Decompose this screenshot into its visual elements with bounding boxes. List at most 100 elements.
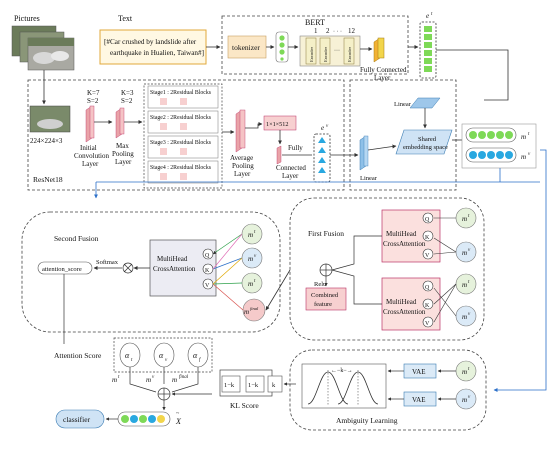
dim-label: 1×1×512 bbox=[266, 121, 288, 128]
softmax-label: Softmax bbox=[96, 259, 119, 266]
stage-1-label: Stage1 : 2Residual Blocks bbox=[150, 90, 212, 96]
attention-score-label: attention_score bbox=[42, 266, 82, 273]
kl-label: KL Score bbox=[230, 401, 259, 410]
combined-line1: Combined bbox=[311, 292, 339, 299]
conv-params-1: K=7 bbox=[87, 89, 100, 97]
kl-box-1 bbox=[221, 375, 241, 393]
image-embedding-dots bbox=[318, 137, 326, 173]
encoder-label-1: Encoder bbox=[309, 47, 314, 62]
bert-box bbox=[221, 15, 409, 75]
stage-1 bbox=[147, 85, 219, 109]
input-size-label: 224×224×3 bbox=[30, 137, 63, 145]
pool-label-1: Max bbox=[116, 142, 129, 150]
alpha-f-sub: f bbox=[199, 358, 201, 363]
ff-v2: V bbox=[425, 321, 430, 327]
kl-box-3 bbox=[267, 375, 283, 393]
vae-label-2: VAE bbox=[412, 396, 425, 404]
att-m-final: m bbox=[172, 376, 177, 384]
kl-val-3: k bbox=[272, 382, 276, 389]
linear-left-label: Linear bbox=[360, 175, 378, 182]
input-text-line1: [#Car crushed by landslide after bbox=[104, 38, 197, 46]
e-t-symbol: e bbox=[426, 12, 429, 20]
first-mha2-line2: CrossAttention bbox=[383, 308, 426, 316]
input-image bbox=[29, 105, 71, 133]
second-fusion-box bbox=[21, 211, 281, 333]
first-mha1-line2: CrossAttention bbox=[383, 240, 426, 248]
ff-m-v-2-sup: v bbox=[468, 312, 471, 317]
enc-num-1: 1 bbox=[314, 27, 318, 35]
alpha-links bbox=[129, 367, 199, 393]
encoder-label-2: Encoder bbox=[323, 47, 328, 62]
first-fusion-links bbox=[433, 217, 457, 323]
att-m-t: m bbox=[112, 376, 117, 384]
m-t-dots bbox=[469, 131, 513, 139]
kl-val-2: 1−k bbox=[248, 382, 259, 389]
pool-label-2: Pooling bbox=[112, 150, 134, 158]
ambiguity-box bbox=[289, 349, 487, 431]
alpha-box bbox=[113, 337, 213, 373]
first-inputs bbox=[455, 207, 477, 327]
e-t-sup: t bbox=[431, 12, 433, 17]
kl-box-2 bbox=[245, 375, 265, 393]
resnet-fc-label-3: Layer bbox=[282, 172, 299, 180]
ff-m-t-2: m bbox=[462, 281, 467, 289]
resnet-label: ResNet18 bbox=[33, 175, 63, 184]
resnet-fc-label-1: Fully bbox=[288, 144, 303, 152]
e-v-symbol: e bbox=[321, 124, 324, 132]
ff-v1: V bbox=[425, 253, 430, 259]
ff-q2: Q bbox=[425, 285, 430, 291]
second-fusion-title: Second Fusion bbox=[54, 234, 99, 243]
att-m-v: m bbox=[146, 376, 151, 384]
attention-score-pill bbox=[37, 261, 93, 275]
sf-m-t-1-sup: t bbox=[254, 230, 256, 235]
al-m-t-sup: t bbox=[468, 367, 470, 372]
enc-num-2: 2 bbox=[326, 27, 330, 35]
enc-num-12: 12 bbox=[348, 27, 356, 35]
first-fusion-box bbox=[289, 197, 485, 341]
alpha-t: α bbox=[125, 351, 130, 360]
classifier-label: classifier bbox=[63, 415, 91, 424]
stage-2-label: Stage2 : 2Residual Blocks bbox=[150, 115, 212, 121]
first-mha2-line1: MultiHead bbox=[386, 298, 417, 306]
second-mha-line1: MultiHead bbox=[157, 255, 188, 263]
first-fusion-title: First Fusion bbox=[308, 229, 344, 238]
encoder-blocks bbox=[305, 37, 355, 65]
resnet-box bbox=[27, 79, 345, 191]
second-fusion-links bbox=[212, 233, 244, 311]
second-k: K bbox=[205, 268, 210, 274]
text-embedding-dots bbox=[424, 26, 432, 72]
al-m-t: m bbox=[462, 368, 467, 376]
ff-m-v-1-sup: v bbox=[468, 248, 471, 253]
vae-label-1: VAE bbox=[412, 368, 425, 376]
al-m-v-sup: v bbox=[468, 395, 471, 400]
e-v-sup: v bbox=[326, 124, 329, 129]
ff-k2: K bbox=[425, 303, 430, 309]
avg-pool-label-3: Layer bbox=[234, 170, 251, 178]
second-q: Q bbox=[205, 253, 210, 259]
att-m-v-sup: v bbox=[152, 375, 155, 380]
second-v: V bbox=[205, 283, 210, 289]
ff-q1: Q bbox=[425, 217, 430, 223]
ff-m-t-1: m bbox=[462, 215, 467, 223]
shared-label-1: Shared bbox=[418, 136, 437, 143]
alpha-v-sub: v bbox=[165, 358, 168, 363]
combined-line2: feature bbox=[314, 301, 332, 308]
m-t-out-sup: t bbox=[528, 132, 530, 137]
picture-stack bbox=[11, 25, 75, 71]
resnet-fc-layer bbox=[276, 145, 282, 165]
shared-label-2: embedding space bbox=[403, 144, 448, 151]
avg-pool-label-1: Average bbox=[230, 154, 253, 162]
pool-params-1: K=3 bbox=[121, 89, 134, 97]
sf-m-final-sup: final bbox=[250, 306, 259, 311]
m-v-dots bbox=[469, 151, 513, 159]
shared-embedding-box bbox=[349, 79, 457, 191]
pool-params-2: S=2 bbox=[121, 97, 133, 105]
fused-vector-dots bbox=[121, 415, 165, 423]
text-label: Text bbox=[118, 14, 133, 23]
attention-score-title: Attention Score bbox=[54, 351, 102, 360]
tokenizer-label: tokenizer bbox=[232, 43, 260, 52]
att-m-t-sup: t bbox=[118, 375, 120, 380]
classifier-pill[interactable] bbox=[55, 409, 105, 429]
shared-space-plane bbox=[395, 129, 453, 155]
stages-box bbox=[143, 83, 223, 189]
